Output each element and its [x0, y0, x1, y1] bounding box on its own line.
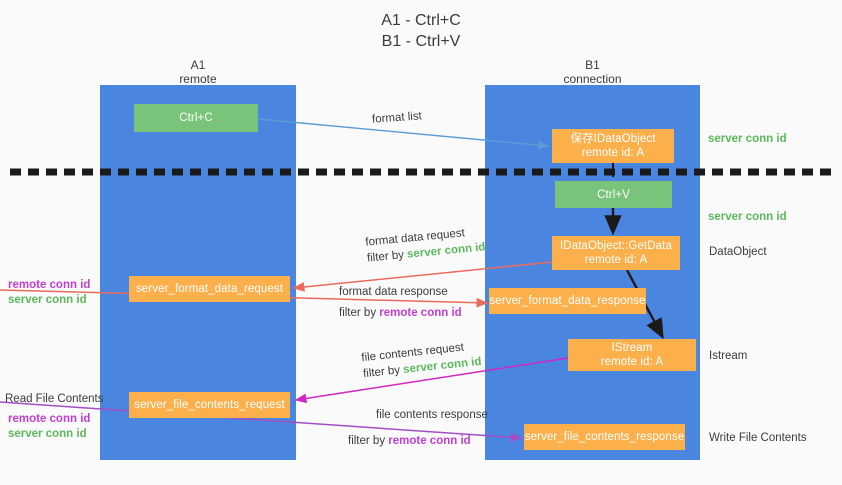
node-istream-line-2: remote id: A [600, 356, 664, 368]
node-server-format-data-response-label: server_format_data_response [489, 295, 646, 307]
node-ctrl-v[interactable]: Ctrl+V [555, 181, 672, 208]
node-istream[interactable]: IStream remote id: A [568, 339, 696, 371]
lane-header-a1-name: A1 [190, 58, 206, 72]
edge-label-format-data-request-prefix: filter by [366, 248, 408, 265]
label-conn-pair-mid-remote: remote conn id [8, 279, 91, 291]
edge-label-file-contents-response-line-1: file contents response [376, 409, 488, 421]
node-getdata[interactable]: IDataObject::GetData remote id: A [552, 236, 680, 270]
node-server-file-contents-request[interactable]: server_file_contents_request [129, 392, 290, 418]
label-write-file-contents: Write File Contents [709, 431, 807, 446]
label-server-conn-id-mid-text: server conn id [708, 211, 787, 223]
edge-label-format-data-response: format data response filter by remote co… [339, 284, 462, 321]
lane-header-a1-role: remote [179, 72, 217, 86]
label-istream: Istream [709, 349, 747, 364]
node-server-format-data-request-label: server_format_data_request [135, 283, 284, 295]
node-getdata-line-1: IDataObject::GetData [560, 240, 672, 252]
label-read-file-contents: Read File Contents [5, 392, 103, 407]
node-ctrl-c-label: Ctrl+C [179, 112, 213, 124]
node-getdata-line-2: remote id: A [584, 254, 648, 266]
node-server-file-contents-request-label: server_file_contents_request [134, 399, 285, 411]
edge-label-format-data-response-line-1: format data response [339, 286, 448, 298]
title-line-1: A1 - Ctrl+C [381, 12, 461, 29]
label-server-conn-id-top: server conn id [708, 132, 787, 147]
edge-label-format-list: format list [372, 108, 423, 127]
node-istream-line-1: IStream [611, 342, 653, 354]
node-server-format-data-request[interactable]: server_format_data_request [129, 276, 290, 302]
edge-label-format-data-response-highlight: remote conn id [379, 307, 462, 319]
label-server-conn-id-mid: server conn id [708, 210, 787, 225]
edge-label-file-contents-response-line-2: filter by remote conn id [348, 433, 488, 449]
edge-label-file-contents-response-highlight: remote conn id [388, 435, 471, 447]
label-dataobject-text: DataObject [709, 246, 767, 258]
label-conn-pair-bottom-server: server conn id [8, 428, 87, 440]
node-save-idataobject-line-2: remote id: A [581, 147, 645, 159]
node-server-file-contents-response[interactable]: server_file_contents_response [524, 424, 685, 450]
label-conn-pair-bottom-remote: remote conn id [8, 413, 91, 425]
node-ctrl-c[interactable]: Ctrl+C [134, 104, 258, 132]
edge-label-file-contents-request-prefix: filter by [362, 363, 404, 381]
node-save-idataobject[interactable]: 保存IDataObject remote id: A [552, 129, 674, 163]
page-title: A1 - Ctrl+C B1 - Ctrl+V [0, 10, 842, 52]
edge-label-format-list-text: format list [371, 110, 423, 126]
lane-header-b1-role: connection [563, 72, 622, 86]
edge-label-format-data-response-line-2: filter by remote conn id [339, 305, 462, 321]
lane-header-a1: A1 remote [100, 58, 296, 86]
node-server-file-contents-response-label: server_file_contents_response [524, 431, 685, 443]
label-dataobject: DataObject [709, 245, 767, 260]
edge-label-format-data-response-prefix: filter by [339, 307, 380, 319]
node-save-idataobject-line-1: 保存IDataObject [570, 133, 656, 145]
lane-header-b1: B1 connection [485, 58, 700, 86]
label-read-file-contents-text: Read File Contents [5, 393, 104, 405]
edge-label-file-contents-response-prefix: filter by [348, 435, 389, 447]
label-conn-pair-mid: remote conn id server conn id [8, 278, 90, 308]
label-istream-text: Istream [709, 350, 748, 362]
title-line-2: B1 - Ctrl+V [381, 33, 461, 50]
node-ctrl-v-label: Ctrl+V [597, 188, 630, 201]
lane-header-b1-name: B1 [585, 58, 600, 72]
label-conn-pair-bottom: remote conn id server conn id [8, 412, 90, 442]
node-server-format-data-response[interactable]: server_format_data_response [489, 288, 646, 314]
label-conn-pair-mid-server: server conn id [8, 294, 87, 306]
label-write-file-contents-text: Write File Contents [709, 432, 807, 444]
edge-label-format-data-request: format data request filter by server con… [365, 223, 486, 266]
edge-label-file-contents-request: file contents request filter by server c… [361, 338, 483, 382]
edge-label-file-contents-response: file contents response filter by remote … [348, 407, 488, 449]
label-server-conn-id-top-text: server conn id [708, 133, 787, 145]
